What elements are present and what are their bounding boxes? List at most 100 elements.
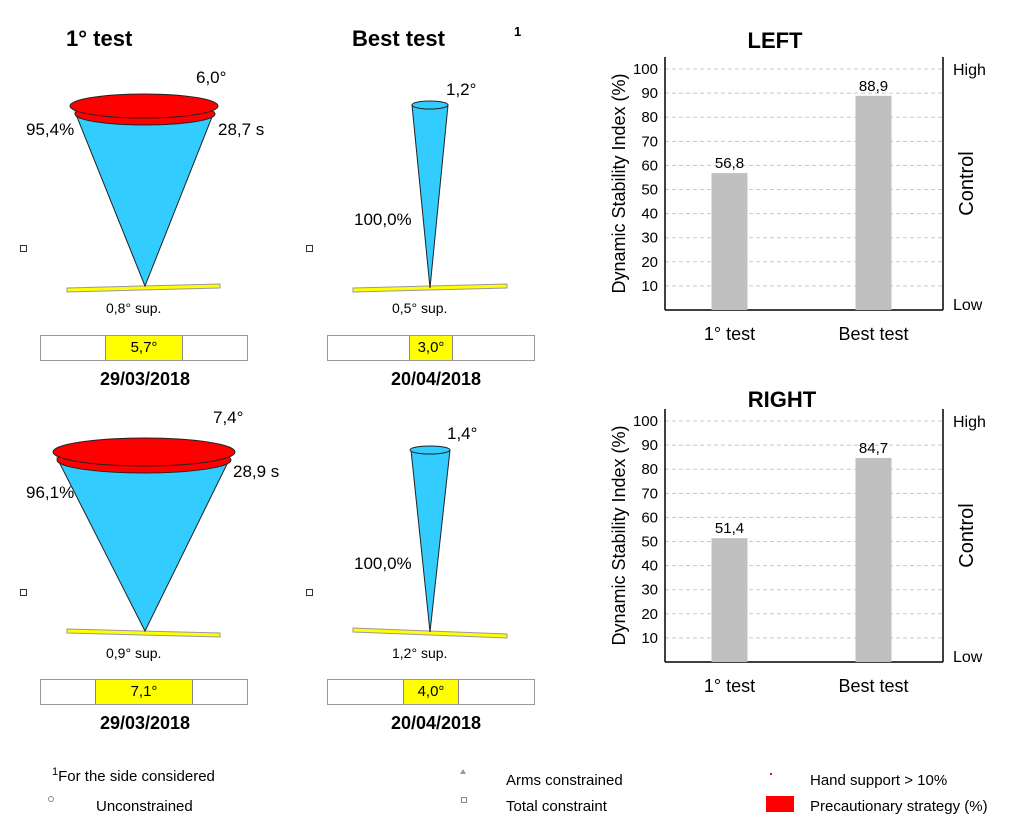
date-right-first: 29/03/2018 [99, 713, 191, 733]
pct-left-best: 100,0% [354, 210, 412, 229]
value-box-right-best: 4,0° [327, 679, 535, 705]
ytick-label-left-30: 30 [641, 230, 658, 247]
unconstrained-icon [48, 796, 54, 802]
ytick-label-right-40: 40 [641, 558, 658, 575]
legend-arms: Arms constrained [506, 772, 623, 789]
header-first-test: 1° test [66, 26, 133, 51]
ytick-label-right-70: 70 [641, 485, 658, 502]
category-label-left-0: 1° test [704, 324, 755, 344]
precautionary-strategy-icon [766, 796, 794, 812]
marker-square-1 [20, 245, 27, 252]
cone-cap-left-best [411, 100, 449, 110]
platform-right-first [66, 628, 221, 638]
ytick-label-left-90: 90 [641, 85, 658, 102]
date-left-first: 29/03/2018 [99, 369, 191, 389]
angle-right-first: 7,4° [213, 408, 244, 427]
sup-left-best: 0,5° sup. [392, 300, 448, 316]
platform-left-first [66, 283, 221, 293]
date-left-best: 20/04/2018 [390, 369, 482, 389]
date-right-best: 20/04/2018 [390, 713, 482, 733]
ytick-label-left-70: 70 [641, 133, 658, 150]
value-right-first: 7,1° [130, 683, 158, 700]
ytick-label-right-50: 50 [641, 534, 658, 551]
sup-left-first: 0,8° sup. [106, 300, 162, 316]
value-box-right-first: 7,1° [40, 679, 248, 705]
marker-square-3 [20, 589, 27, 596]
arms-constrained-icon [460, 769, 466, 774]
legend-footnote-text: For the side considered [58, 768, 215, 785]
value-left-first: 5,7° [130, 339, 158, 356]
right-low-right: Low [953, 649, 983, 666]
cone-cap-right-best [409, 445, 451, 455]
right-high-left: High [953, 62, 986, 79]
ytick-label-left-100: 100 [633, 61, 658, 78]
ytick-label-right-80: 80 [641, 461, 658, 478]
cone-right-first [52, 437, 236, 638]
category-label-right-0: 1° test [704, 676, 755, 696]
ytick-label-right-30: 30 [641, 582, 658, 599]
footnote-marker: 1 [514, 24, 522, 39]
bar-left-0 [711, 173, 748, 310]
platform-right-best [352, 627, 508, 639]
pct-right-best: 100,0% [354, 554, 412, 573]
ytick-label-right-60: 60 [641, 509, 658, 526]
legend-total: Total constraint [506, 798, 607, 815]
cone-left-first [66, 93, 221, 293]
value-right-best: 4,0° [417, 683, 445, 700]
total-constraint-icon [461, 797, 467, 803]
ytick-label-left-60: 60 [641, 157, 658, 174]
legend-hand: Hand support > 10% [810, 772, 948, 789]
time-right-first: 28,9 s [233, 462, 280, 481]
bar-label-left-1: 88,9 [859, 78, 888, 95]
value-fill-left-best: 3,0° [409, 336, 453, 360]
value-fill-left-first: 5,7° [105, 336, 183, 360]
ytick-label-right-20: 20 [641, 606, 658, 623]
marker-square-2 [306, 245, 313, 252]
bar-label-right-1: 84,7 [859, 440, 888, 457]
cone-cap-right-first [52, 437, 236, 467]
y-axis-label-right: Dynamic Stability Index (%) [609, 425, 629, 645]
pct-right-first: 96,1% [26, 483, 75, 502]
ytick-label-left-10: 10 [641, 278, 658, 295]
angle-left-best: 1,2° [446, 80, 477, 99]
ytick-label-right-100: 100 [633, 413, 658, 430]
y-axis-label-left: Dynamic Stability Index (%) [609, 73, 629, 293]
value-box-left-first: 5,7° [40, 335, 248, 361]
cone-right-best [352, 445, 508, 639]
time-left-first: 28,7 s [218, 120, 265, 139]
chart-title-left: LEFT [748, 28, 804, 53]
right-axis-label-left: Control [956, 151, 978, 215]
chart-title-right: RIGHT [748, 387, 817, 412]
category-label-right-1: Best test [838, 676, 908, 696]
marker-square-4 [306, 589, 313, 596]
ytick-label-right-90: 90 [641, 437, 658, 454]
angle-right-best: 1,4° [447, 424, 478, 443]
ytick-label-right-10: 10 [641, 630, 658, 647]
bar-right-1 [855, 457, 892, 662]
cone-cap-left-first [69, 93, 219, 119]
pct-left-first: 95,4% [26, 120, 75, 139]
ytick-label-left-40: 40 [641, 206, 658, 223]
value-fill-right-best: 4,0° [403, 680, 459, 704]
right-axis-label-right: Control [956, 503, 978, 567]
bar-label-right-0: 51,4 [715, 520, 744, 537]
cone-left-best [352, 100, 508, 293]
bar-label-left-0: 56,8 [715, 155, 744, 172]
cone-illustrations [52, 93, 508, 639]
legend-footnote-marker: 1 [52, 766, 59, 778]
header-best-test: Best test [352, 26, 445, 51]
bar-right-0 [711, 538, 748, 662]
ytick-label-left-20: 20 [641, 254, 658, 271]
value-fill-right-first: 7,1° [95, 680, 193, 704]
angle-left-first: 6,0° [196, 68, 227, 87]
value-left-best: 3,0° [417, 339, 445, 356]
sup-right-first: 0,9° sup. [106, 645, 162, 661]
category-label-left-1: Best test [838, 324, 908, 344]
bar-left-1 [855, 95, 892, 310]
right-low-left: Low [953, 297, 983, 314]
right-high-right: High [953, 414, 986, 431]
sup-right-best: 1,2° sup. [392, 645, 448, 661]
legend-precaution: Precautionary strategy (%) [810, 798, 988, 815]
legend-unconstrained: Unconstrained [96, 798, 193, 815]
